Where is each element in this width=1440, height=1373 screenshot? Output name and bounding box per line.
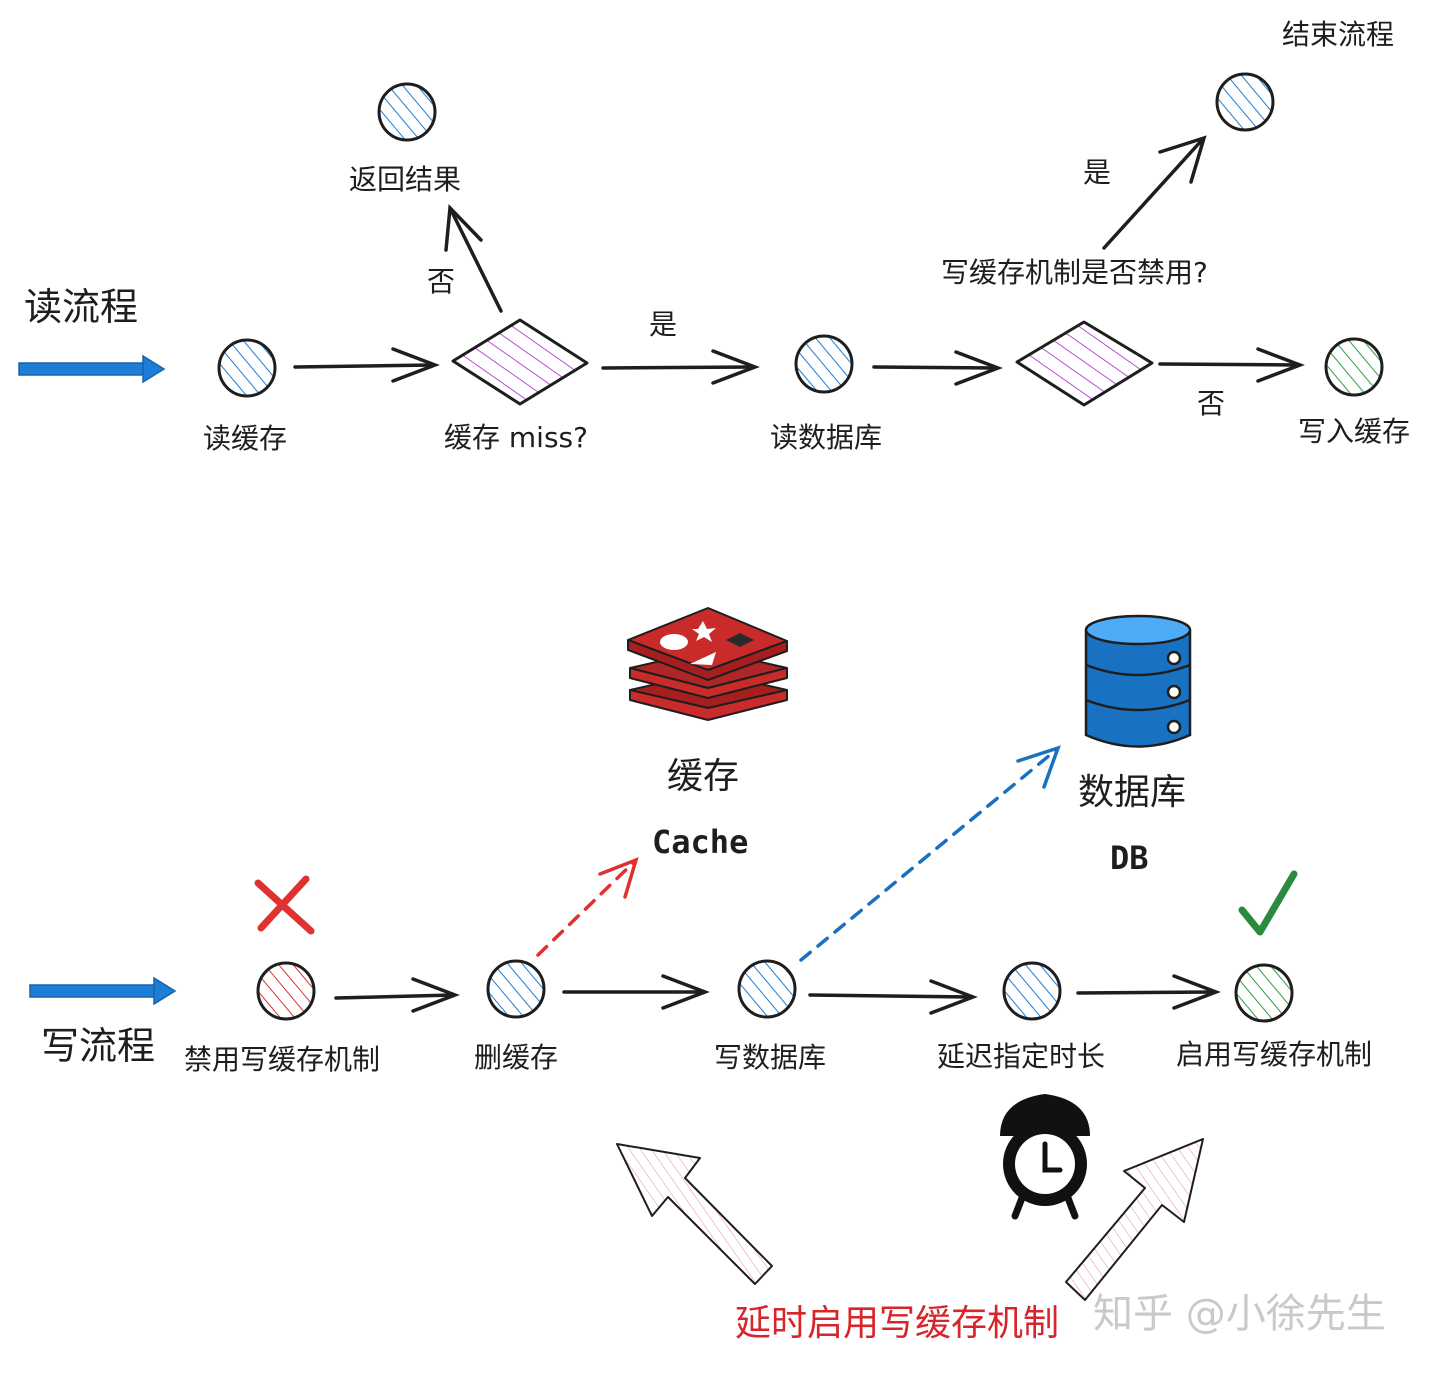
disable-write-label: 禁用写缓存机制 bbox=[184, 1043, 381, 1076]
delete-cache-node bbox=[486, 959, 546, 1019]
arrow-disable-to-delete bbox=[334, 977, 460, 1013]
dashed-arrow-to-cache bbox=[536, 857, 639, 957]
outline-arrow-right bbox=[1065, 1138, 1204, 1301]
delay-node bbox=[1002, 961, 1062, 1021]
read-cache-node bbox=[217, 338, 277, 398]
end-flow-label: 结束流程 bbox=[1282, 18, 1395, 51]
edge-label-yes-db: 是 bbox=[649, 308, 678, 341]
read-entry-arrow bbox=[18, 354, 166, 384]
return-result-node bbox=[377, 82, 437, 142]
cache-miss-decision bbox=[451, 318, 589, 406]
redis-icon bbox=[627, 607, 788, 721]
alarm-clock-icon bbox=[1000, 1094, 1090, 1220]
delayed-enable-note: 延时启用写缓存机制 bbox=[735, 1303, 1060, 1344]
outline-arrow-left bbox=[616, 1143, 773, 1285]
read-flow-title: 读流程 bbox=[24, 285, 139, 329]
cross-icon bbox=[254, 875, 315, 935]
write-db-label: 写数据库 bbox=[714, 1041, 827, 1074]
arrow-read-db-to-decision bbox=[872, 350, 1003, 386]
edge-label-no-return: 否 bbox=[427, 265, 456, 298]
read-cache-label: 读缓存 bbox=[203, 422, 288, 455]
write-flow-title: 写流程 bbox=[41, 1024, 156, 1068]
arrow-delay-to-enable bbox=[1076, 974, 1221, 1010]
cache-sublabel: Cache bbox=[652, 823, 749, 861]
arrow-delete-to-write-db bbox=[562, 974, 710, 1010]
return-result-label: 返回结果 bbox=[349, 163, 462, 196]
arrow-write-db-to-delay bbox=[808, 979, 978, 1015]
cache-label: 缓存 bbox=[667, 756, 740, 797]
edge-label-no-write: 否 bbox=[1197, 387, 1226, 420]
read-db-label: 读数据库 bbox=[770, 421, 883, 454]
write-disabled-decision bbox=[1015, 320, 1154, 407]
enable-write-node bbox=[1234, 963, 1294, 1023]
arrow-decision-to-end bbox=[1102, 135, 1207, 250]
enable-write-label: 启用写缓存机制 bbox=[1176, 1038, 1373, 1071]
write-db-node bbox=[737, 959, 797, 1019]
read-db-node bbox=[794, 334, 854, 394]
write-disabled-question-label: 写缓存机制是否禁用? bbox=[941, 256, 1208, 289]
check-icon bbox=[1238, 870, 1298, 936]
delay-label: 延迟指定时长 bbox=[937, 1040, 1106, 1073]
database-sublabel: DB bbox=[1110, 839, 1149, 877]
disable-write-node bbox=[256, 961, 316, 1021]
edge-label-yes-end: 是 bbox=[1083, 156, 1112, 189]
arrow-read-cache-to-miss bbox=[293, 347, 440, 383]
dashed-arrow-to-db bbox=[799, 745, 1061, 962]
database-icon bbox=[1084, 614, 1192, 748]
watermark: 知乎 @小徐先生 bbox=[1093, 1291, 1386, 1337]
write-cache-label: 写入缓存 bbox=[1298, 415, 1411, 448]
delete-cache-label: 删缓存 bbox=[474, 1041, 559, 1074]
arrow-miss-to-read-db bbox=[601, 349, 760, 385]
write-cache-node bbox=[1324, 337, 1384, 397]
end-flow-node bbox=[1215, 72, 1275, 132]
write-entry-arrow bbox=[29, 976, 177, 1006]
database-label: 数据库 bbox=[1078, 772, 1187, 813]
cache-miss-label: 缓存 miss? bbox=[444, 421, 588, 454]
arrow-decision-to-write-cache bbox=[1158, 347, 1305, 383]
arrow-miss-to-return bbox=[444, 204, 503, 313]
